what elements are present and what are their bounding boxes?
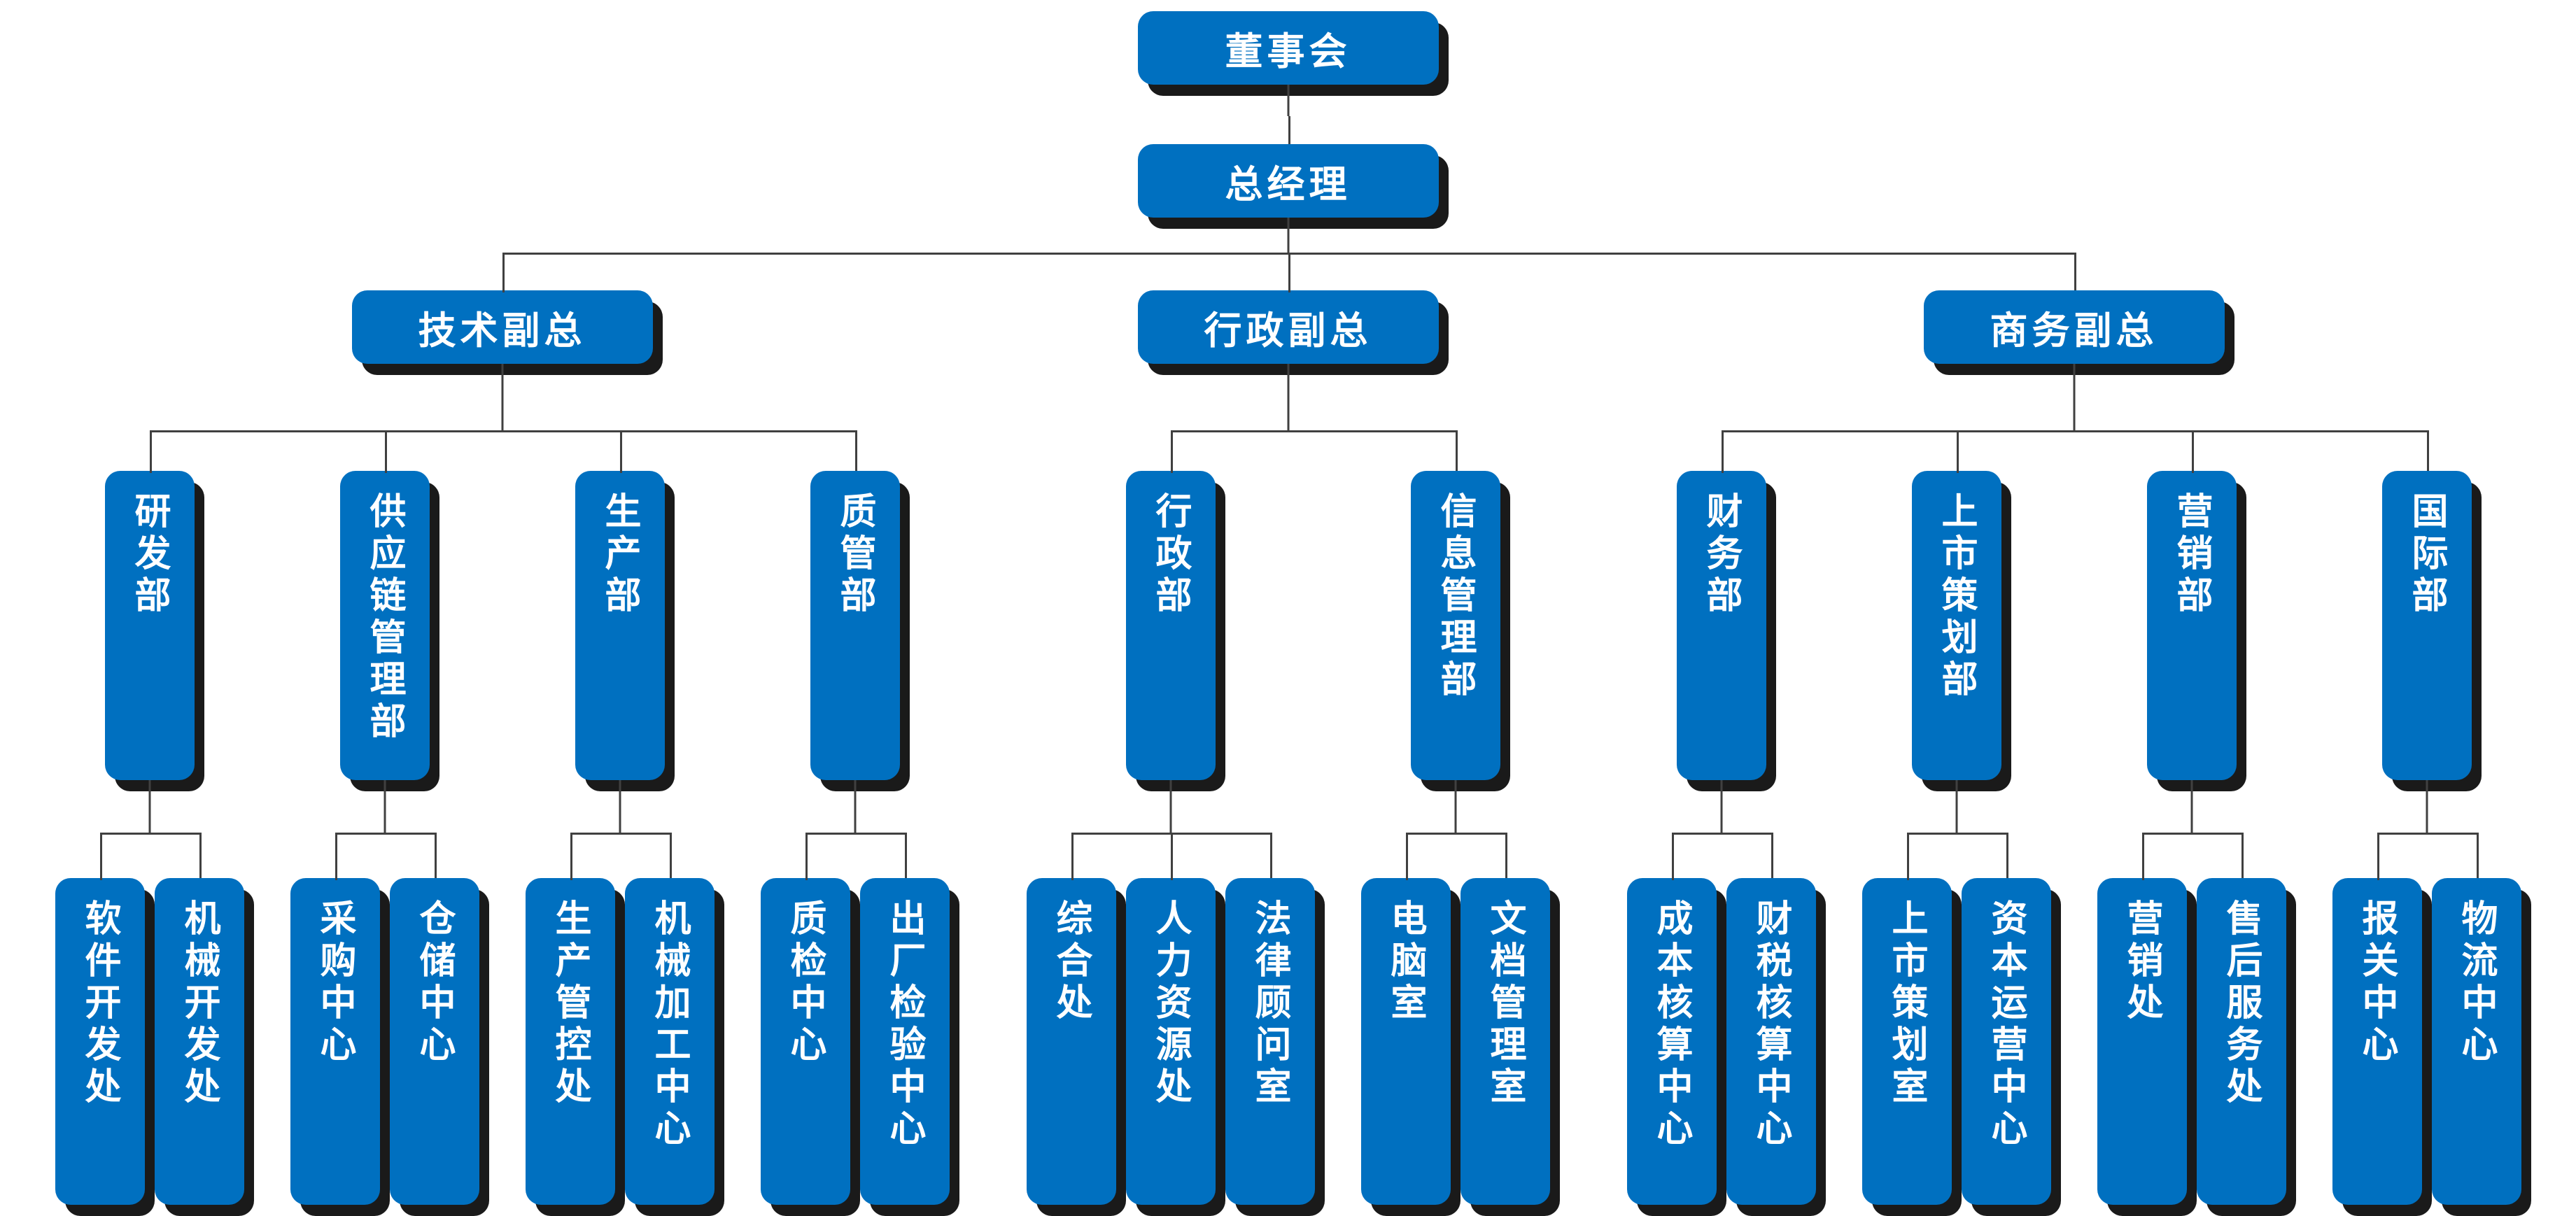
node-office-software-development: 软件开发处: [55, 878, 145, 1205]
node-office-computer-room: 电脑室: [1360, 878, 1451, 1205]
level-commerce-departments: 财务部 成本核算中心 财税核算中心 上市策划部 上市策划室: [1604, 364, 2545, 1205]
branch-vp-commerce: 商务副总 财务部 成本核算中心 财税核算中心: [1588, 253, 2560, 1205]
level-supply-chain-offices: 采购中心 仓储中心: [286, 780, 484, 1205]
node-general-manager: 总经理: [1137, 144, 1439, 218]
level-administration-departments: 行政部 综合处 人力资源处 法律顾问室 信息管理部: [1004, 364, 1573, 1205]
branch-dept-finance: 财务部 成本核算中心 财税核算中心: [1604, 430, 1841, 1205]
node-office-procurement-center: 采购中心: [290, 878, 380, 1205]
branch-dept-marketing: 营销部 营销处 售后服务处: [2074, 430, 2311, 1205]
level-rnd-offices: 软件开发处 机械开发处: [50, 780, 249, 1205]
level-technology-departments: 研发部 软件开发处 机械开发处 供应链管理部 采购中心: [32, 364, 973, 1205]
node-office-logistics-center: 物流中心: [2431, 878, 2521, 1205]
level-quality-offices: 质检中心 出厂检验中心: [756, 780, 955, 1205]
node-office-legal-advisor: 法律顾问室: [1225, 878, 1315, 1205]
branch-dept-rnd: 研发部 软件开发处 机械开发处: [32, 430, 269, 1205]
node-dept-administration: 行政部: [1125, 471, 1216, 780]
node-office-warehousing-center: 仓储中心: [389, 878, 479, 1205]
level-ipo-offices: 上市策划室 资本运营中心: [1857, 780, 2056, 1205]
node-dept-production: 生产部: [575, 471, 665, 780]
level-administration-offices: 综合处 人力资源处 法律顾问室: [1022, 780, 1320, 1205]
node-office-mechanical-development: 机械开发处: [154, 878, 244, 1205]
node-office-general-affairs: 综合处: [1026, 878, 1116, 1205]
branch-general-manager: 总经理 技术副总 研发部 软件开发处 机械开发处: [17, 116, 2560, 1205]
level-finance-offices: 成本核算中心 财税核算中心: [1622, 780, 1821, 1205]
node-dept-information-management: 信息管理部: [1410, 471, 1500, 780]
node-dept-quality: 质管部: [810, 471, 900, 780]
level-marketing-offices: 营销处 售后服务处: [2092, 780, 2291, 1205]
level-vice-presidents: 技术副总 研发部 软件开发处 机械开发处: [17, 218, 2560, 1205]
level-international-offices: 报关中心 物流中心: [2328, 780, 2526, 1205]
node-office-marketing-office: 营销处: [2097, 878, 2187, 1205]
node-office-quality-inspection-center: 质检中心: [760, 878, 850, 1205]
branch-dept-international: 国际部 报关中心 物流中心: [2309, 430, 2545, 1205]
node-board-of-directors: 董事会: [1137, 11, 1439, 85]
branch-root: 董事会 总经理 技术副总 研发部 软件开发处: [17, 11, 2560, 1205]
node-vp-technology: 技术副总: [351, 290, 653, 364]
node-dept-supply-chain: 供应链管理部: [339, 471, 430, 780]
node-office-production-control: 生产管控处: [525, 878, 615, 1205]
branch-dept-information-management: 信息管理部 电脑室 文档管理室: [1337, 430, 1573, 1205]
node-office-customs-center: 报关中心: [2332, 878, 2422, 1205]
node-office-factory-inspection-center: 出厂检验中心: [859, 878, 950, 1205]
node-office-ipo-planning-room: 上市策划室: [1861, 878, 1952, 1205]
node-office-human-resources: 人力资源处: [1125, 878, 1216, 1205]
node-vp-commerce: 商务副总: [1923, 290, 2225, 364]
node-dept-international: 国际部: [2381, 471, 2472, 780]
branch-vp-technology: 技术副总 研发部 软件开发处 机械开发处: [17, 253, 990, 1205]
branch-dept-quality: 质管部 质检中心 出厂检验中心: [737, 430, 973, 1205]
node-office-after-sales-service: 售后服务处: [2196, 878, 2286, 1205]
branch-vp-administration: 行政副总 行政部 综合处 人力资源处 法律顾问室: [987, 253, 1591, 1205]
node-dept-marketing: 营销部: [2146, 471, 2237, 780]
node-dept-rnd: 研发部: [104, 471, 195, 780]
node-dept-ipo-planning: 上市策划部: [1911, 471, 2001, 780]
node-office-tax-accounting-center: 财税核算中心: [1726, 878, 1816, 1205]
node-office-capital-operations-center: 资本运营中心: [1961, 878, 2051, 1205]
node-vp-administration: 行政副总: [1137, 290, 1439, 364]
node-office-document-management: 文档管理室: [1460, 878, 1550, 1205]
level-general-manager: 总经理 技术副总 研发部 软件开发处 机械开发处: [17, 85, 2560, 1205]
branch-dept-supply-chain: 供应链管理部 采购中心 仓储中心: [267, 430, 505, 1205]
node-office-machining-center: 机械加工中心: [624, 878, 715, 1205]
level-information-offices: 电脑室 文档管理室: [1356, 780, 1555, 1205]
branch-dept-administration: 行政部 综合处 人力资源处 法律顾问室: [1004, 430, 1340, 1205]
branch-dept-ipo-planning: 上市策划部 上市策划室 资本运营中心: [1838, 430, 2076, 1205]
node-dept-finance: 财务部: [1676, 471, 1766, 780]
level-production-offices: 生产管控处 机械加工中心: [521, 780, 719, 1205]
branch-dept-production: 生产部 生产管控处 机械加工中心: [502, 430, 740, 1205]
node-office-cost-accounting-center: 成本核算中心: [1626, 878, 1717, 1205]
level-root: 董事会 总经理 技术副总 研发部 软件开发处: [0, 11, 2576, 1205]
